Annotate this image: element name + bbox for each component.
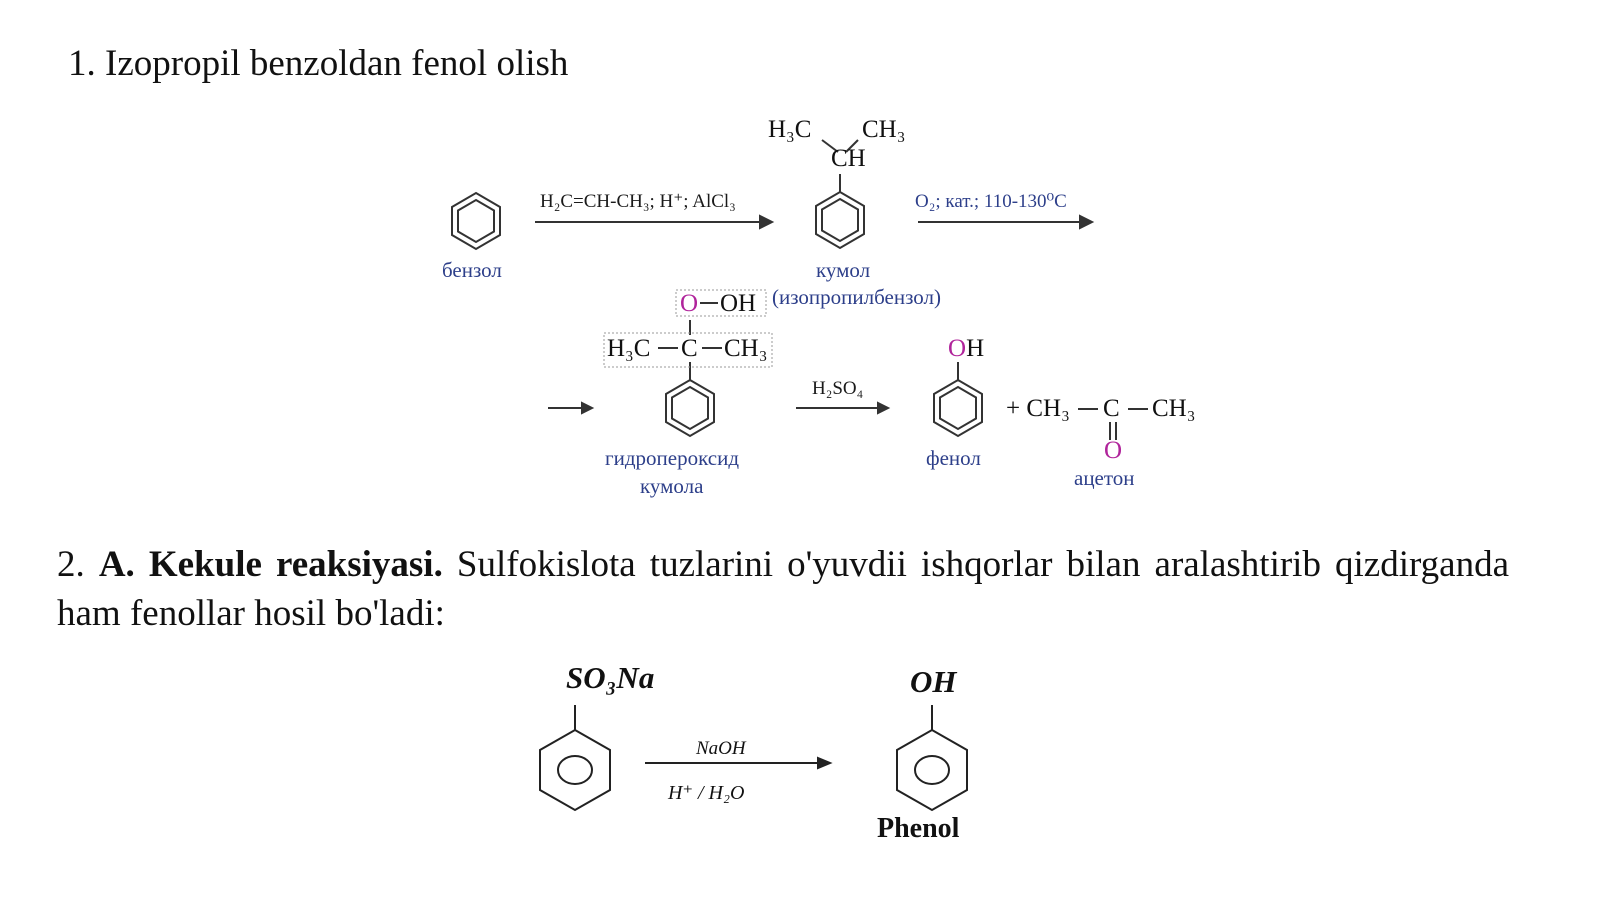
reagents-2: O₂; кат.; 110-130⁰C	[915, 191, 1067, 212]
phenol-label: фенол	[926, 446, 981, 470]
cumene-label: кумол	[816, 258, 871, 282]
phenol-o: O	[948, 335, 967, 362]
sulfonate-ring	[539, 728, 611, 812]
peroxide-o: O	[680, 290, 699, 317]
hydroperoxide-label-2: кумола	[640, 474, 704, 498]
phenol-ring-2	[896, 728, 968, 812]
peroxide-oh: OH	[720, 290, 757, 317]
paragraph-2: 2. A. Kekule reaksiyasi. Sulfokislota tu…	[57, 540, 1509, 638]
acetone-o: O	[1104, 437, 1123, 464]
reagents-1: H₂C=CH-CH₃; H⁺; AlCl₃	[540, 191, 736, 212]
cumene-label-2: (изопропилбензол)	[772, 285, 941, 309]
acetone-ch3: CH₃	[1152, 395, 1196, 422]
cumene-ch: CH	[831, 145, 866, 172]
acetone-c: C	[1103, 395, 1120, 422]
phenol-ring	[933, 378, 983, 438]
benzene-label: бензол	[442, 258, 502, 282]
acetone-label: ацетон	[1074, 466, 1135, 490]
hp-ch3: CH₃	[724, 335, 768, 362]
cumene-ch3: CH₃	[862, 116, 906, 143]
acetone-left: + CH₃	[1006, 395, 1070, 422]
hydroperoxide-label-1: гидропероксид	[605, 446, 740, 470]
cumene-h3c: H₃C	[768, 116, 812, 143]
hydroperoxide-ring	[665, 378, 715, 438]
paragraph-2-text: Sulfokislota tuzlarini o'yuvdii ishqorla…	[57, 544, 1510, 634]
conditions-label: H⁺ / H₂O	[668, 782, 745, 804]
so3na-label: SO₃Na	[566, 660, 655, 695]
naoh-label: NaOH	[696, 738, 746, 759]
reagents-3: H₂SO₄	[812, 378, 864, 399]
hp-h3c: H₃C	[607, 335, 651, 362]
phenol-product-label: Phenol	[877, 813, 960, 844]
oh-label: OH	[910, 664, 957, 699]
hp-c: C	[681, 335, 698, 362]
heading-1: 1. Izopropil benzoldan fenol olish	[68, 43, 569, 84]
cumene-ring	[815, 190, 865, 250]
paragraph-2-number: 2.	[57, 544, 85, 585]
phenol-h: H	[966, 335, 985, 362]
benzene-ring	[451, 191, 501, 251]
paragraph-2-title: A. Kekule reaksiyasi.	[98, 544, 443, 585]
